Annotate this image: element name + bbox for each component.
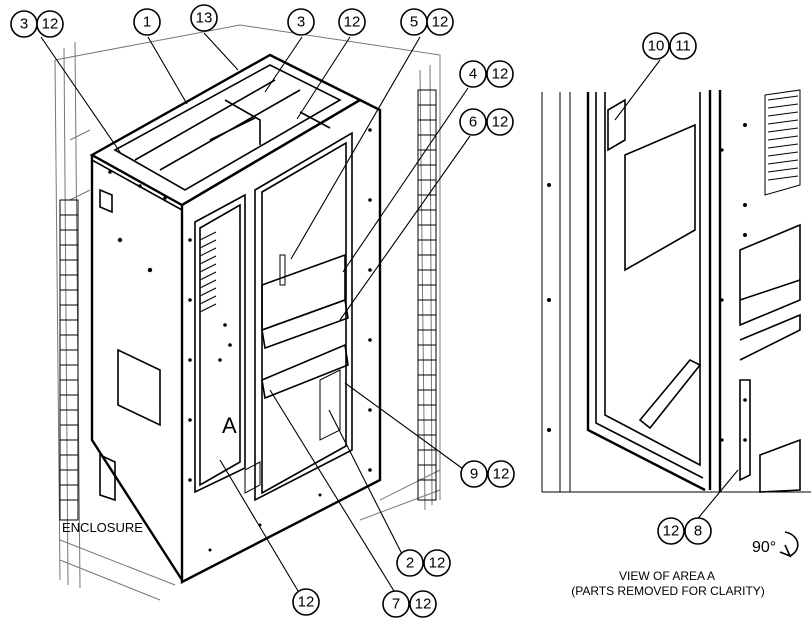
callout-12g: 12 (423, 549, 451, 577)
view-title: VIEW OF AREA A (619, 569, 715, 583)
svg-text:12: 12 (344, 14, 361, 31)
callout-12e: 12 (486, 108, 514, 136)
callout-12i: 12 (409, 590, 437, 618)
svg-text:12: 12 (429, 555, 446, 572)
svg-text:9: 9 (470, 466, 478, 483)
svg-text:5: 5 (410, 14, 418, 31)
svg-text:12: 12 (298, 594, 315, 611)
svg-text:2: 2 (406, 555, 414, 572)
callout-12f: 12 (487, 460, 515, 488)
svg-text:12: 12 (432, 14, 449, 31)
callout-12h: 12 (292, 588, 320, 616)
callout-5: 5 (400, 8, 428, 36)
svg-text:3: 3 (20, 16, 28, 33)
callout-12d: 12 (486, 60, 514, 88)
callout-12a: 12 (36, 10, 64, 38)
callout-9: 9 (460, 460, 488, 488)
callout-2: 2 (396, 549, 424, 577)
svg-text:12: 12 (663, 523, 680, 540)
svg-text:11: 11 (675, 38, 691, 55)
area-a-marker: A (222, 413, 237, 438)
rotation-label: 90° (752, 539, 776, 556)
svg-text:7: 7 (392, 596, 400, 613)
svg-text:1: 1 (143, 14, 151, 31)
svg-text:8: 8 (694, 523, 702, 540)
enclosure-label: ENCLOSURE (62, 520, 143, 535)
svg-text:12: 12 (492, 66, 509, 83)
svg-text:12: 12 (415, 596, 432, 613)
svg-text:12: 12 (492, 114, 509, 131)
svg-text:12: 12 (42, 16, 59, 33)
svg-text:12: 12 (493, 466, 510, 483)
callout-6: 6 (459, 108, 487, 136)
callouts: 3 12 1 13 3 12 5 12 4 12 6 12 9 12 2 12 … (10, 4, 712, 618)
main-enclosure-view: A ENCLOSURE (54, 24, 441, 601)
svg-text:3: 3 (297, 14, 305, 31)
callout-11: 11 (669, 32, 697, 60)
svg-text:6: 6 (469, 114, 477, 131)
callout-12b: 12 (338, 8, 366, 36)
svg-text:13: 13 (196, 10, 213, 27)
callout-1: 1 (133, 8, 161, 36)
callout-13: 13 (190, 4, 218, 32)
leader-lines (40, 32, 471, 605)
callout-10: 10 (642, 32, 670, 60)
callout-7: 7 (382, 590, 410, 618)
callout-12c: 12 (426, 8, 454, 36)
callout-3a: 3 (10, 10, 38, 38)
callout-12j: 12 (657, 517, 685, 545)
callout-8: 8 (684, 517, 712, 545)
svg-text:4: 4 (469, 66, 477, 83)
callout-4: 4 (459, 60, 487, 88)
callout-3b: 3 (287, 8, 315, 36)
detail-view-area-a: 90° VIEW OF AREA A (PARTS REMOVED FOR CL… (541, 59, 811, 598)
rotation-arrow-icon (779, 531, 799, 558)
view-note: (PARTS REMOVED FOR CLARITY) (571, 584, 765, 598)
svg-text:10: 10 (648, 38, 665, 55)
